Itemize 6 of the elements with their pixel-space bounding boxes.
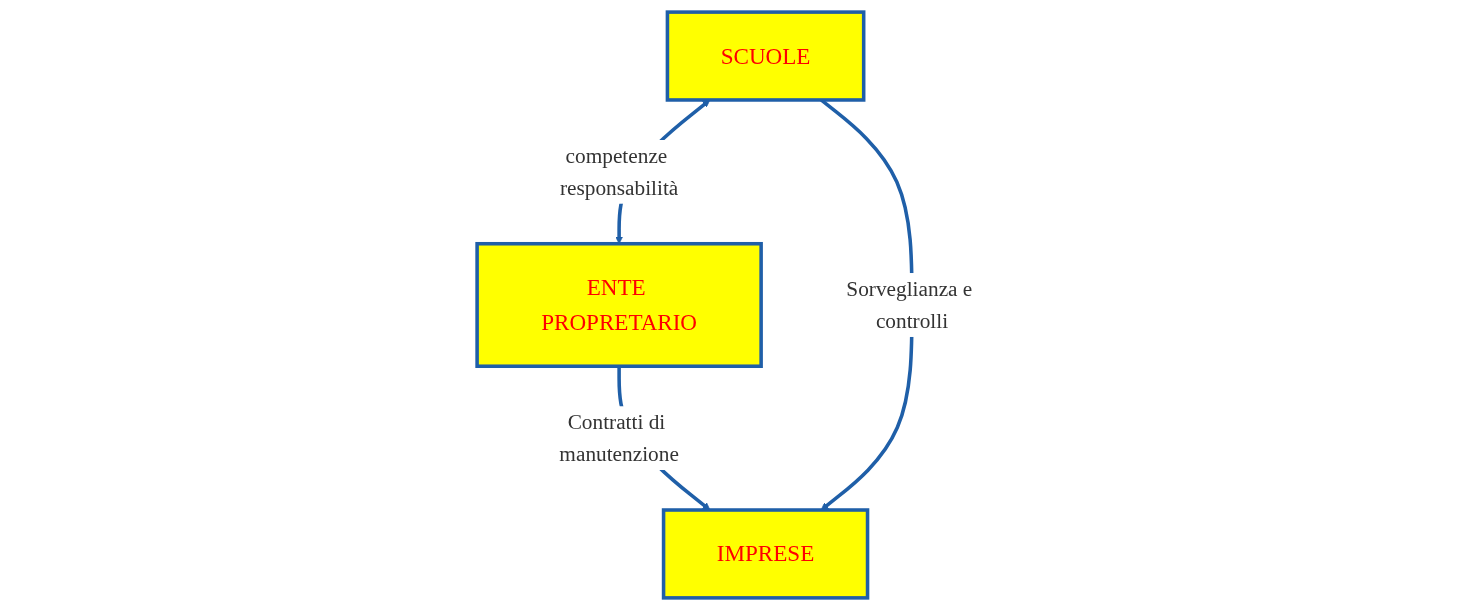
node-box: SCUOLE [665,10,866,102]
edge-label: Contratti di manutenzione [559,410,679,466]
node-box: IMPRESE [661,508,870,600]
edge-label: Sorveglianza e controlli [846,277,973,333]
node-box: ENTE PROPRETARIO [475,241,763,368]
edge-label: competenze responsabilità [560,144,679,200]
